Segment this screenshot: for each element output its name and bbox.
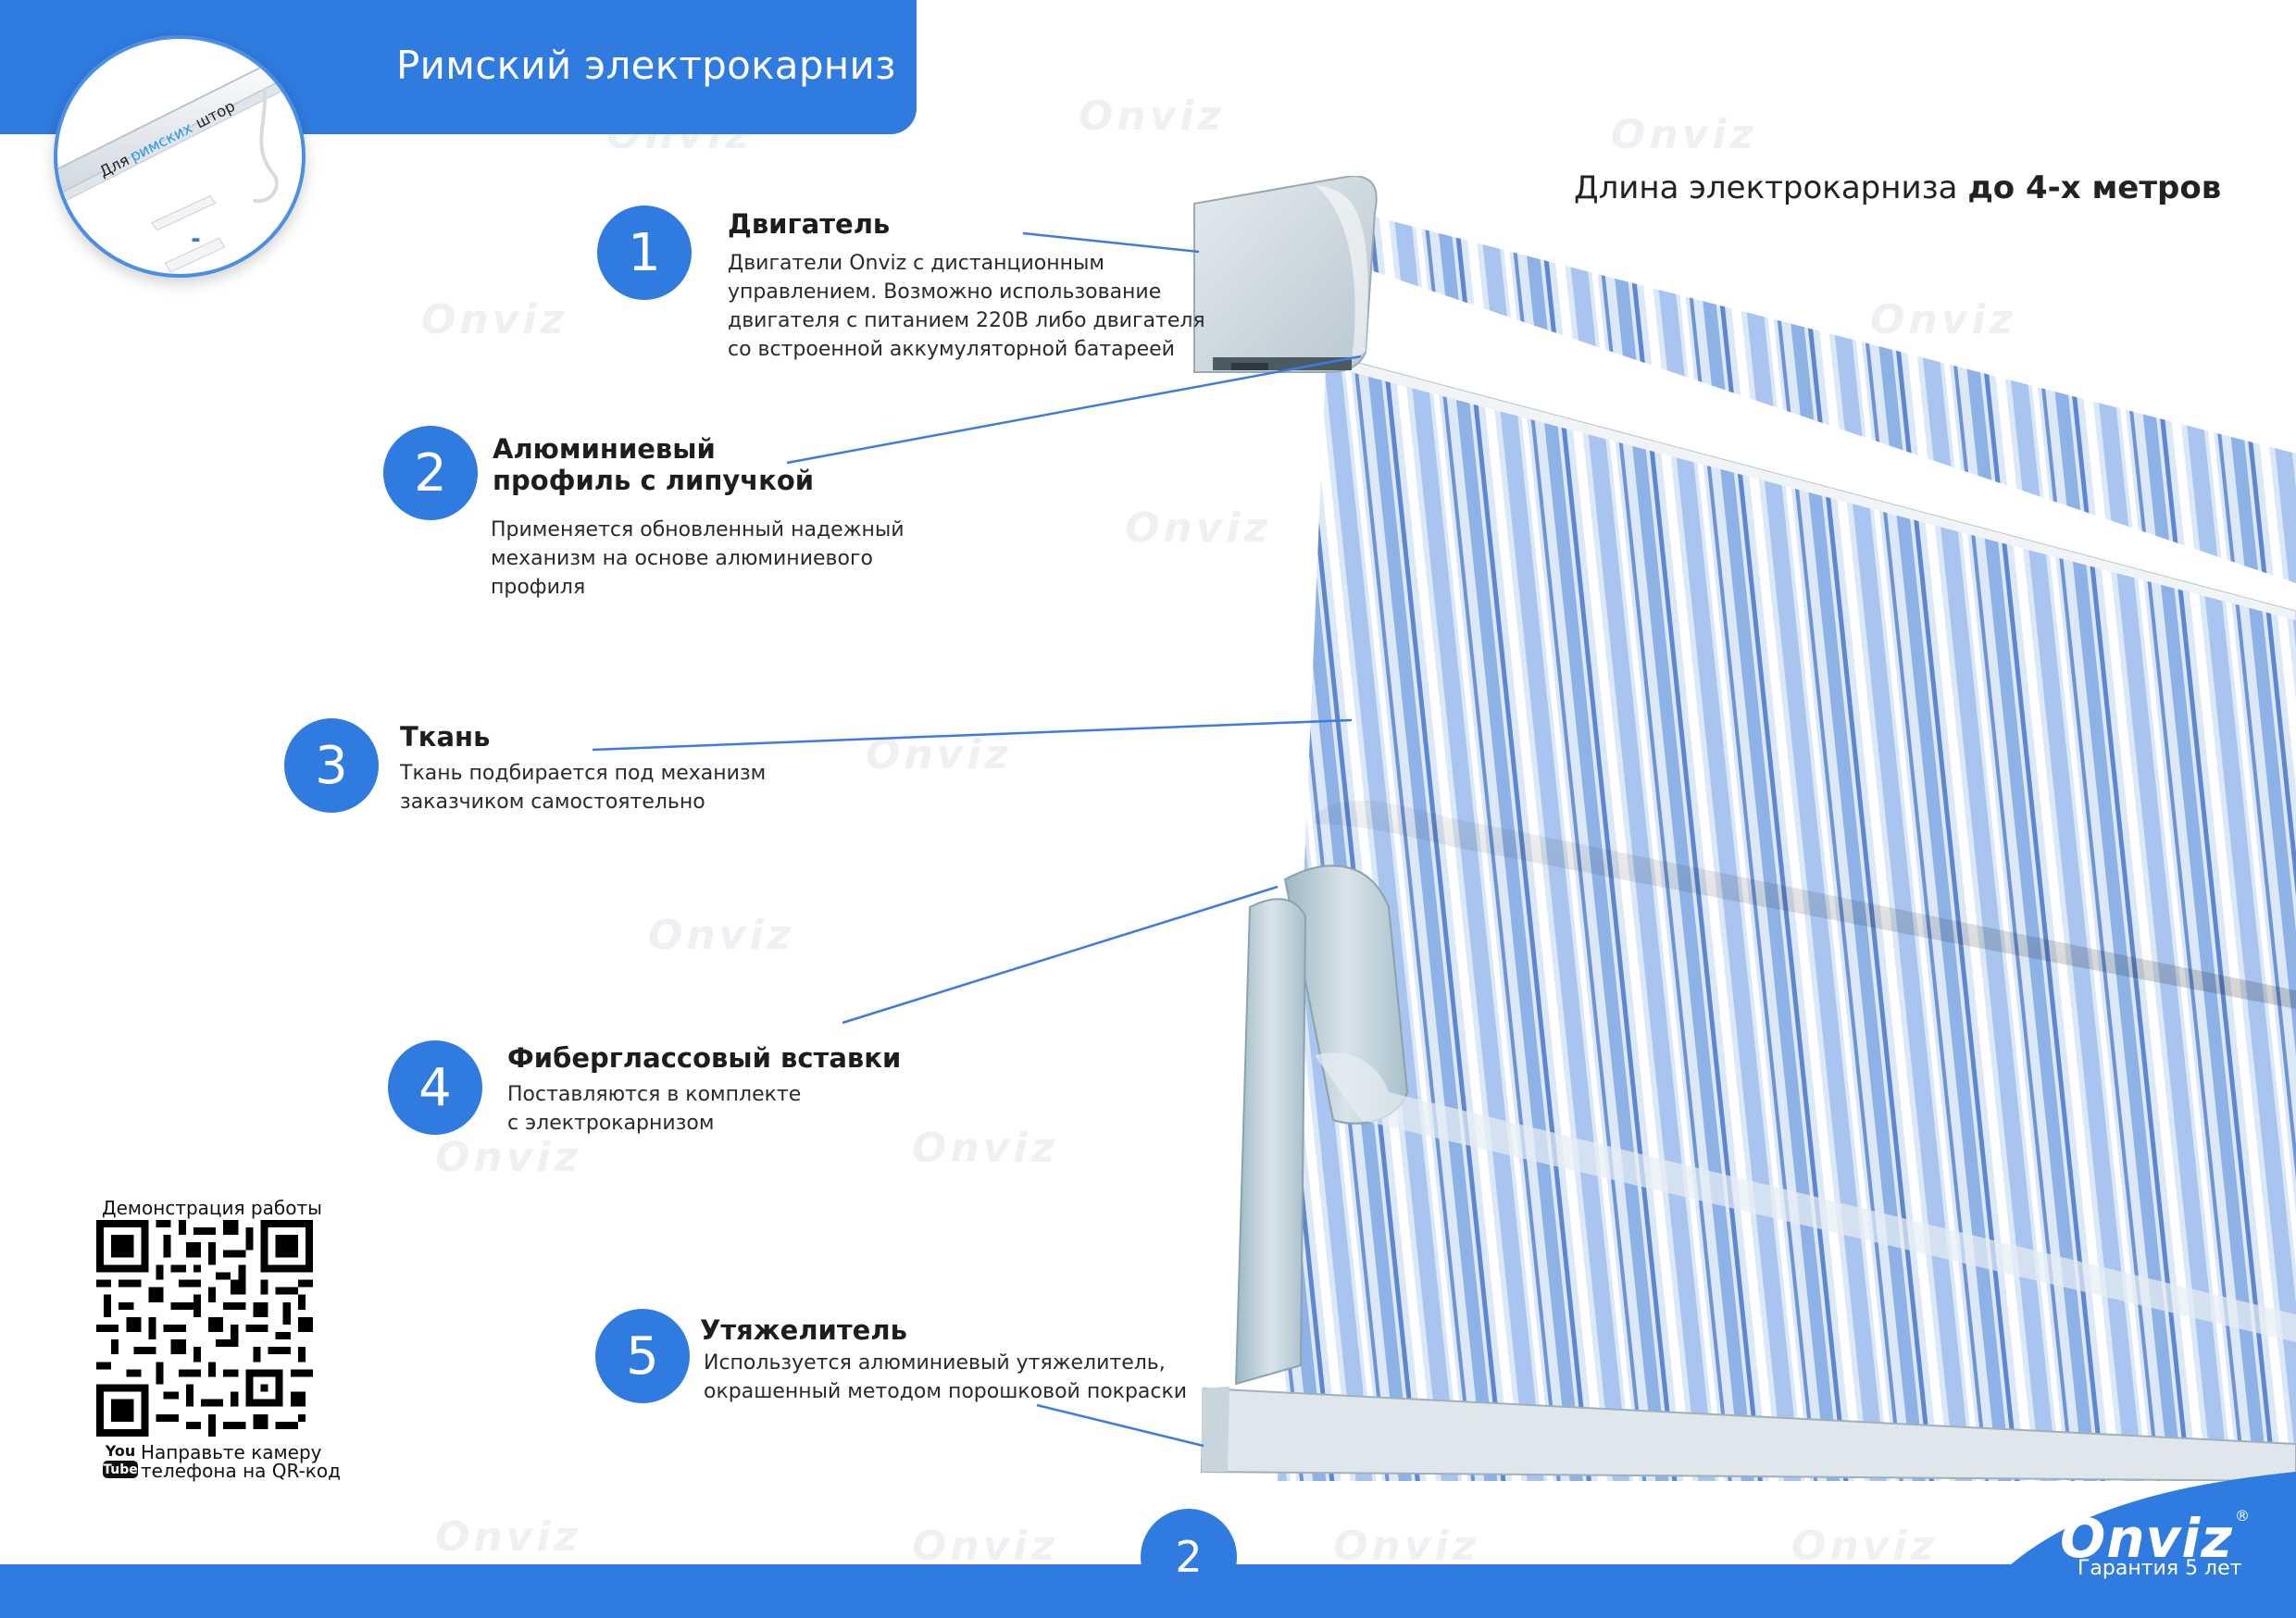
qr-caption-top: Демонстрация работы xyxy=(102,1197,322,1219)
watermark: Onviz xyxy=(912,1125,1059,1172)
headline-bold: до 4-х метров xyxy=(1967,169,2222,206)
callout-number-5: 5 xyxy=(595,1309,690,1403)
callout-desc-fiberglass: Поставляются в комплекте с электрокарниз… xyxy=(507,1083,802,1135)
callout-number-1: 1 xyxy=(597,205,692,300)
product-thumbnail: Для римских штор xyxy=(54,35,306,278)
watermark: Onviz xyxy=(1333,1523,1480,1570)
callout-desc-motor: Двигатели Onviz с дистанционным управлен… xyxy=(728,252,1205,361)
callout-desc-fabric: Ткань подбирается под механизм заказчико… xyxy=(400,762,767,814)
watermark: Onviz xyxy=(1125,504,1272,552)
qr-caption-bottom-1: Направьте камеру xyxy=(141,1441,322,1463)
callout-number-2: 2 xyxy=(383,426,478,520)
watermark: Onviz xyxy=(648,912,795,959)
callout-line-4 xyxy=(842,885,1279,1025)
registered-mark: ® xyxy=(2235,1507,2250,1525)
watermark: Onviz xyxy=(1870,296,2017,343)
callout-number-4: 4 xyxy=(388,1040,482,1135)
svg-text:You: You xyxy=(105,1442,136,1460)
watermark: Onviz xyxy=(1611,111,1758,158)
callout-title-fabric: Ткань xyxy=(400,721,491,753)
warranty-label: Гарантия 5 лет xyxy=(2078,1557,2242,1580)
roman-shade-illustration xyxy=(1193,176,2296,1481)
qr-code[interactable] xyxy=(96,1220,313,1437)
length-headline: Длина электрокарниза до 4-х метров xyxy=(1574,169,2221,206)
callout-line-1 xyxy=(1022,231,1200,254)
callout-title-profile: Алюминиевый профиль с липучкой xyxy=(493,433,815,496)
footer-brand-corner xyxy=(1963,1472,2296,1618)
callout-desc-weight: Используется алюминиевый утяжелитель, ок… xyxy=(704,1351,1188,1403)
watermark: Onviz xyxy=(912,1523,1059,1570)
headline-prefix: Длина электрокарниза xyxy=(1574,169,1958,206)
callout-desc-profile: Применяется обновленный надежный механиз… xyxy=(491,518,905,599)
callout-number-3: 3 xyxy=(284,718,379,813)
watermark: Onviz xyxy=(435,1513,582,1561)
callout-line-2 xyxy=(786,355,1362,465)
callout-line-5 xyxy=(1036,1403,1204,1448)
watermark: Onviz xyxy=(1791,1523,1939,1570)
cornice-product-image: Для римских штор xyxy=(57,56,297,273)
qr-caption-bottom-2: телефона на QR-код xyxy=(141,1460,341,1482)
watermark: Onviz xyxy=(435,1134,582,1181)
callout-title-motor: Двигатель xyxy=(728,208,891,240)
callout-title-weight: Утяжелитель xyxy=(700,1314,907,1346)
watermark: Onviz xyxy=(421,296,568,343)
callout-line-3 xyxy=(592,718,1353,752)
youtube-icon: You Tube xyxy=(103,1442,138,1478)
page-number: 2 xyxy=(1141,1509,1237,1605)
callout-title-fiberglass: Фиберглассовый вставки xyxy=(507,1042,902,1074)
watermark: Onviz xyxy=(1079,93,1226,140)
brand-logo: Onviz xyxy=(2060,1507,2234,1570)
svg-text:Tube: Tube xyxy=(103,1462,138,1477)
page-title: Римский электрокарниз xyxy=(396,43,896,88)
